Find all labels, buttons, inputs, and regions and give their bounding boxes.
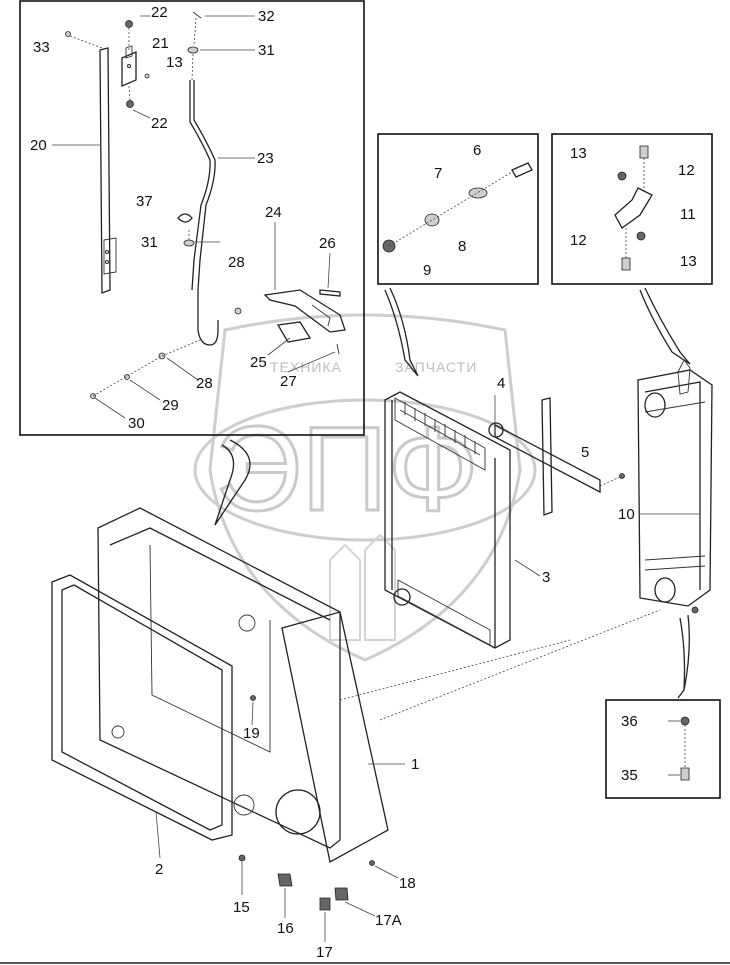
watermark-text-left: ТЕХНИКА [270, 359, 342, 375]
callout-28-a: 28 [228, 254, 245, 271]
callout-2: 2 [155, 861, 163, 878]
bracket-pointer-arrow [639, 287, 691, 365]
cooler-pointer-arrow [677, 614, 690, 699]
fastener-pointer-arrow [384, 287, 419, 377]
callout-22-bottom: 22 [151, 115, 168, 132]
callout-28-b: 28 [196, 375, 213, 392]
callout-9: 9 [423, 262, 431, 279]
part-22-nut-bottom [126, 100, 134, 108]
callout-37: 37 [136, 193, 153, 210]
callout-25: 25 [250, 354, 267, 371]
detail-box-bracket [551, 133, 713, 285]
part-1-shroud [97, 507, 389, 863]
part-13-washer [144, 73, 150, 79]
watermark-text-right: ЗАПЧАСТИ [395, 359, 477, 375]
part-7-washer [468, 187, 488, 199]
detail-box-shroud-linkage [19, 0, 365, 436]
part-26-pin [319, 289, 341, 297]
main-leaders [155, 395, 661, 942]
part-37-clip [177, 213, 193, 223]
part-28-washer-a [234, 307, 242, 315]
detail-box-cooler-fasteners [605, 699, 721, 799]
part-17-grommet [319, 897, 331, 911]
callout-12-bracket-bottom: 12 [570, 232, 587, 249]
part-32-cotter [192, 11, 202, 19]
part-18-screw [369, 860, 375, 866]
callout-31-mid: 31 [141, 234, 158, 251]
part-11-bracket [614, 187, 653, 229]
part-25-plate [276, 321, 312, 343]
callout-1: 1 [411, 756, 419, 773]
callout-24: 24 [265, 204, 282, 221]
callout-11: 11 [680, 206, 696, 223]
part-22-nut-top [125, 20, 133, 28]
callout-22-top: 22 [151, 4, 168, 21]
part-31-washer-top [187, 46, 199, 54]
callout-5: 5 [581, 444, 589, 461]
callout-33: 33 [33, 39, 50, 56]
part-8-washer [424, 213, 440, 227]
callout-8: 8 [458, 238, 466, 255]
callout-12-bracket-top: 12 [678, 162, 695, 179]
watermark-letters: ЭПФ [215, 402, 479, 536]
callout-27: 27 [280, 373, 297, 390]
callout-13-bracket-top: 13 [570, 145, 587, 162]
callout-labels: 22 32 33 21 31 13 22 20 23 37 24 31 26 2… [30, 4, 697, 961]
part-4-rod [494, 423, 601, 494]
callout-20: 20 [30, 137, 47, 154]
detail-bracket-parts [614, 145, 653, 271]
shroud-hardware [238, 854, 375, 911]
callout-17: 17 [316, 944, 333, 961]
part-20-strip [99, 47, 117, 294]
part-36-nut [680, 716, 690, 726]
callout-36: 36 [621, 713, 638, 730]
part-6-bolt [511, 162, 533, 178]
callout-7: 7 [434, 165, 442, 182]
callout-26: 26 [319, 235, 336, 252]
callout-13-detail: 13 [166, 54, 183, 71]
part-33-screw [65, 31, 71, 37]
callout-30: 30 [128, 415, 145, 432]
callout-4: 4 [497, 375, 505, 392]
part-12-bolt-bottom [621, 257, 631, 271]
callout-17a: 17A [375, 912, 402, 929]
part-23-rod [189, 80, 219, 346]
callout-18: 18 [399, 875, 416, 892]
part-12-bolt-top [639, 145, 649, 159]
detail-pointer-arrow [214, 439, 251, 526]
callout-13-bracket-bottom: 13 [680, 253, 697, 270]
detail-box-leaders [52, 15, 336, 419]
part-3-radiator [384, 391, 511, 649]
callout-35: 35 [621, 767, 638, 784]
part-27-pin [336, 343, 340, 355]
callout-6: 6 [473, 142, 481, 159]
detail-fasteners-parts [382, 162, 533, 253]
watermark: ЭПФ ТЕХНИКА ЗАПЧАСТИ [193, 313, 537, 662]
part-31-washer-mid [183, 239, 195, 247]
detail-box-hardware [65, 11, 242, 399]
callout-31-top: 31 [258, 42, 275, 59]
callout-10: 10 [618, 506, 635, 523]
part-16-grommet [277, 873, 293, 887]
callout-15: 15 [233, 899, 250, 916]
callout-21: 21 [152, 35, 169, 52]
part-13-nut-left [617, 171, 627, 181]
part-10-cooler [637, 359, 713, 614]
callout-32: 32 [258, 8, 275, 25]
part-2-seal [51, 574, 233, 841]
part-21-hinge [121, 45, 137, 87]
detail-box-fasteners [377, 133, 539, 285]
callout-29: 29 [162, 397, 179, 414]
part-35-bolt [680, 767, 690, 781]
callout-19: 19 [243, 725, 260, 742]
callout-16: 16 [277, 920, 294, 937]
part-24-lever [263, 289, 346, 333]
callout-3: 3 [542, 569, 550, 586]
part-13-nut-right [636, 231, 646, 241]
part-15-nut [238, 854, 246, 862]
part-4-bracket [541, 397, 553, 516]
callout-23: 23 [257, 150, 274, 167]
part-17a-grommet [334, 887, 349, 901]
